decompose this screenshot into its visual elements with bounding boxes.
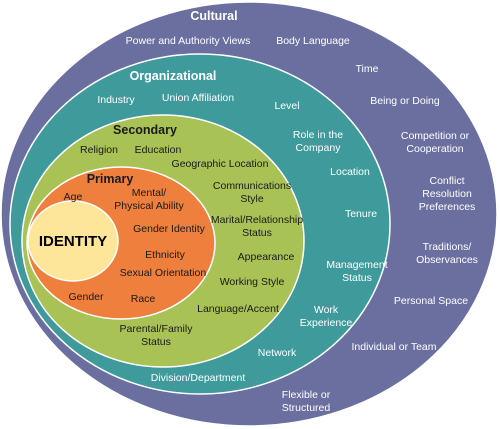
label-personal-space: Personal Space (394, 295, 468, 307)
identity-core (27, 200, 119, 282)
label-gender-identity: Gender Identity (133, 223, 206, 235)
label-appearance: Appearance (238, 251, 295, 263)
label-conflict-3: Preferences (419, 201, 476, 213)
label-conflict-2: Resolution (422, 188, 472, 200)
label-flexible-2: Structured (282, 402, 331, 414)
label-sexual-orientation: Sexual Orientation (120, 267, 207, 279)
label-competition-1: Competition or (401, 130, 470, 142)
label-management-2: Status (342, 272, 372, 284)
label-flexible-1: Flexible or (282, 389, 331, 401)
label-race: Race (131, 293, 156, 305)
label-level: Level (274, 100, 299, 112)
label-competition-2: Cooperation (406, 143, 463, 155)
label-gender: Gender (68, 291, 104, 303)
label-geographic: Geographic Location (172, 158, 269, 170)
label-marital-1: Marital/Relationship (211, 214, 303, 226)
label-tenure: Tenure (345, 208, 377, 220)
label-age: Age (64, 191, 83, 203)
label-religion: Religion (80, 144, 118, 156)
label-management-1: Management (326, 259, 387, 271)
label-work-exp-2: Experience (300, 317, 353, 329)
label-traditions-1: Traditions/ (423, 241, 472, 253)
label-mental-2: Physical Ability (114, 200, 184, 212)
label-ethnicity: Ethnicity (145, 249, 185, 261)
label-parental-1: Parental/Family (120, 323, 194, 335)
label-location: Location (330, 166, 370, 178)
label-conflict-1: Conflict (429, 175, 464, 187)
secondary-title: Secondary (113, 123, 177, 137)
label-education: Education (135, 144, 182, 156)
label-marital-2: Status (242, 227, 272, 239)
label-comm-2: Style (240, 193, 264, 205)
organizational-title: Organizational (130, 69, 217, 83)
label-network: Network (258, 347, 297, 359)
label-role-1: Role in the (293, 129, 343, 141)
primary-title: Primary (87, 172, 134, 186)
label-individual-team: Individual or Team (351, 341, 436, 353)
label-comm-1: Communications (213, 180, 291, 192)
label-division: Division/Department (151, 372, 246, 384)
identity-title: IDENTITY (39, 233, 107, 250)
label-mental-1: Mental/ (132, 187, 167, 199)
label-work-exp-1: Work (314, 304, 339, 316)
label-union: Union Affiliation (162, 92, 234, 104)
label-working-style: Working Style (220, 276, 285, 288)
label-industry: Industry (97, 94, 135, 106)
label-being-doing: Being or Doing (370, 95, 440, 107)
cultural-title: Cultural (190, 9, 237, 23)
label-traditions-2: Observances (416, 254, 478, 266)
label-language: Language/Accent (197, 303, 279, 315)
label-power-authority: Power and Authority Views (126, 35, 251, 47)
label-role-2: Company (296, 142, 342, 154)
label-time: Time (356, 63, 379, 75)
label-parental-2: Status (141, 336, 171, 348)
label-body-language: Body Language (276, 35, 350, 47)
